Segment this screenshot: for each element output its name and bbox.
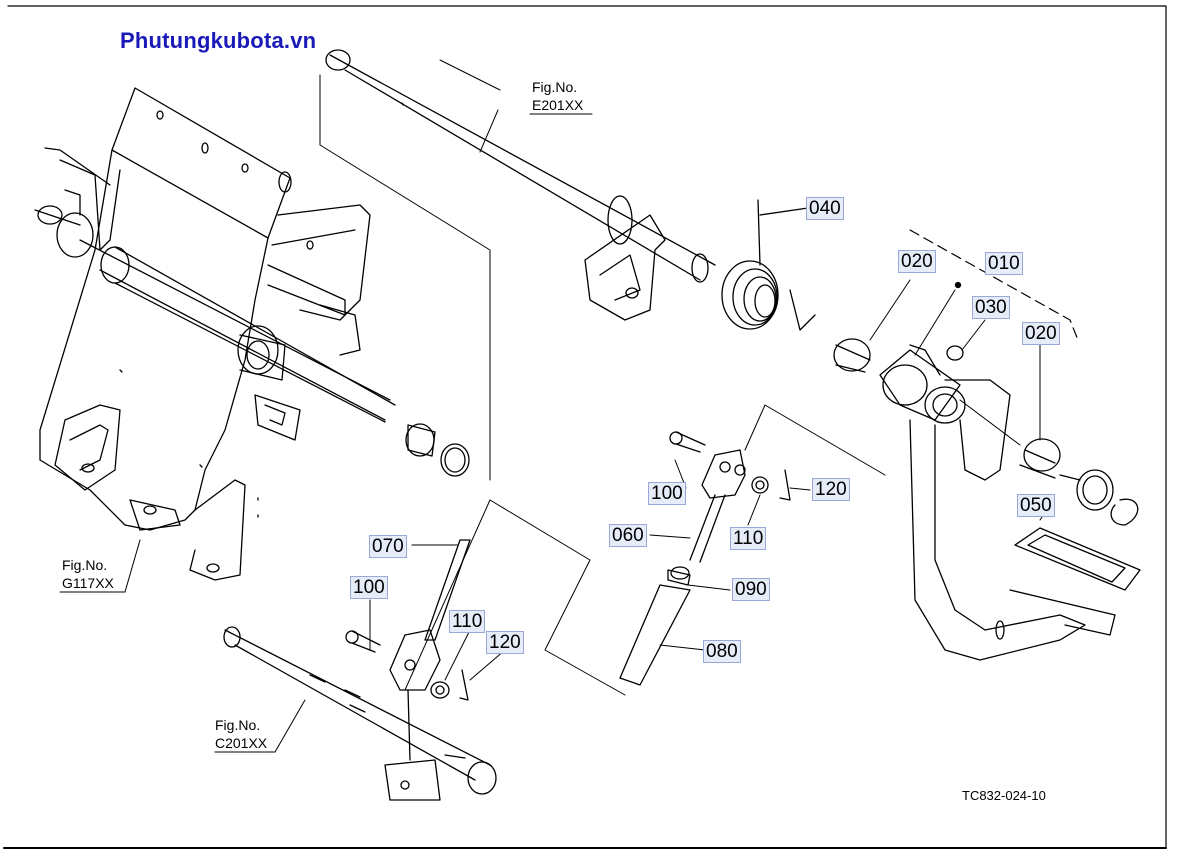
part-label-100-lower[interactable]: 100 [350,576,388,599]
fig-code: G117XX [62,575,114,591]
part-label-100-upper[interactable]: 100 [648,482,686,505]
part-label-010[interactable]: 010 [985,252,1023,275]
part-label-060[interactable]: 060 [609,524,647,547]
fig-code: E201XX [532,97,584,113]
part-label-120-lower[interactable]: 120 [486,631,524,654]
return-spring [721,199,816,331]
fig-label: Fig.No. [62,557,108,573]
part-label-120-upper[interactable]: 120 [812,478,850,501]
lower-arm [223,626,497,801]
part-label-030[interactable]: 030 [972,296,1010,319]
brake-pedal [879,344,1116,661]
fig-ref-e201xx[interactable]: Fig.No. E201XX [532,78,583,114]
border [7,5,1167,849]
part-label-050[interactable]: 050 [1017,494,1055,517]
pedal-shaft [325,49,716,321]
upper-clevis [669,404,886,563]
lower-clevis [345,539,471,761]
part-label-070[interactable]: 070 [369,535,407,558]
part-label-080[interactable]: 080 [703,640,741,663]
cross-shaft [100,246,470,477]
part-label-110-upper[interactable]: 110 [730,527,767,550]
watermark: Phutungkubota.vn [120,28,317,53]
part-label-020-upper[interactable]: 020 [898,250,936,273]
pedal-bracket [34,87,391,581]
part-label-110-lower[interactable]: 110 [449,610,486,633]
part-label-020-lower[interactable]: 020 [1022,322,1060,345]
fig-label: Fig.No. [532,79,578,95]
fig-code: C201XX [215,735,268,751]
fig-label: Fig.No. [215,717,261,733]
fig-ref-g117xx[interactable]: Fig.No. G117XX [62,556,114,592]
part-label-040[interactable]: 040 [806,197,844,220]
fig-ref-c201xx[interactable]: Fig.No. C201XX [215,716,267,752]
part-label-090[interactable]: 090 [732,578,770,601]
diagram-code: TC832-024-10 [962,788,1046,803]
